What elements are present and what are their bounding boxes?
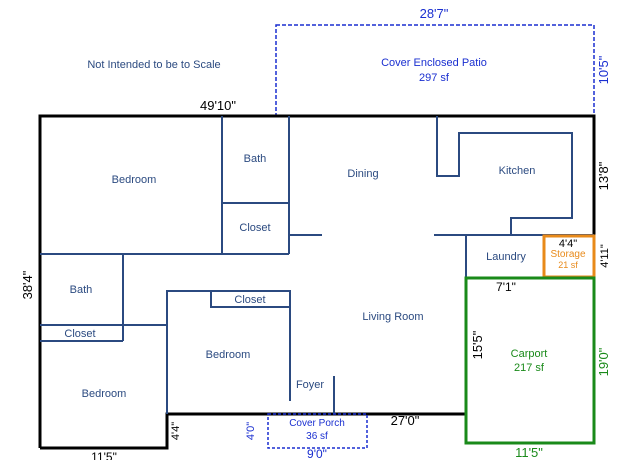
interior-walls: [40, 116, 594, 414]
dim-patio-depth: 10'5": [596, 55, 611, 84]
room-label-living-room: Living Room: [362, 311, 423, 323]
room-label-laundry: Laundry: [486, 251, 526, 263]
porch-outline: [267, 413, 368, 449]
room-label-foyer: Foyer: [296, 379, 324, 391]
dim-storage-depth: 4'11": [599, 244, 611, 268]
dim-patio-width: 28'7": [420, 6, 449, 21]
carport-outline: [464, 276, 596, 445]
dim-carport-inner: 15'5": [470, 330, 485, 359]
dim-storage-width: 4'4": [559, 238, 577, 250]
dim-carport-outer: 19'0": [596, 347, 611, 376]
room-label-bedroom-mid: Bedroom: [206, 349, 251, 361]
room-label-bedroom-top: Bedroom: [112, 174, 157, 186]
dim-carport-width: 11'5": [515, 445, 543, 460]
storage-area: 21 sf: [558, 260, 578, 270]
dim-porch-depth: 4'0": [245, 422, 257, 440]
dim-kitchen-depth: 13'8": [596, 161, 611, 190]
room-label-bedroom-bottom: Bedroom: [82, 388, 127, 400]
dim-house-left-depth: 38'4": [20, 270, 35, 299]
carport-area: 217 sf: [514, 362, 545, 374]
dim-porch-width: 9'0": [307, 447, 327, 460]
patio-label: Cover Enclosed Patio: [381, 57, 487, 69]
porch-area: 36 sf: [306, 431, 328, 442]
dim-bottom-left: 11'5": [91, 450, 117, 460]
carport-label: Carport: [511, 348, 548, 360]
room-label-kitchen: Kitchen: [499, 165, 536, 177]
dim-house-width: 49'10": [200, 98, 236, 113]
porch-label: Cover Porch: [289, 418, 345, 429]
room-label-closet-mid: Closet: [234, 294, 265, 306]
storage-label: Storage: [550, 249, 585, 260]
room-label-bath-top: Bath: [244, 153, 267, 165]
patio-area: 297 sf: [419, 72, 450, 84]
outer-wall: [38, 114, 596, 448]
scale-note: Not Intended to be to Scale: [87, 59, 220, 71]
room-label-dining: Dining: [347, 168, 378, 180]
dim-bottom-mid: 27'0": [391, 413, 420, 428]
room-label-closet-top: Closet: [239, 222, 270, 234]
dim-step-depth: 4'4": [170, 422, 182, 440]
outer-wall-bottom: [40, 412, 466, 450]
dim-carport-top: 7'1": [496, 280, 516, 294]
patio-outline: [275, 24, 595, 117]
room-label-bath-left: Bath: [70, 284, 93, 296]
room-label-closet-left: Closet: [64, 328, 95, 340]
